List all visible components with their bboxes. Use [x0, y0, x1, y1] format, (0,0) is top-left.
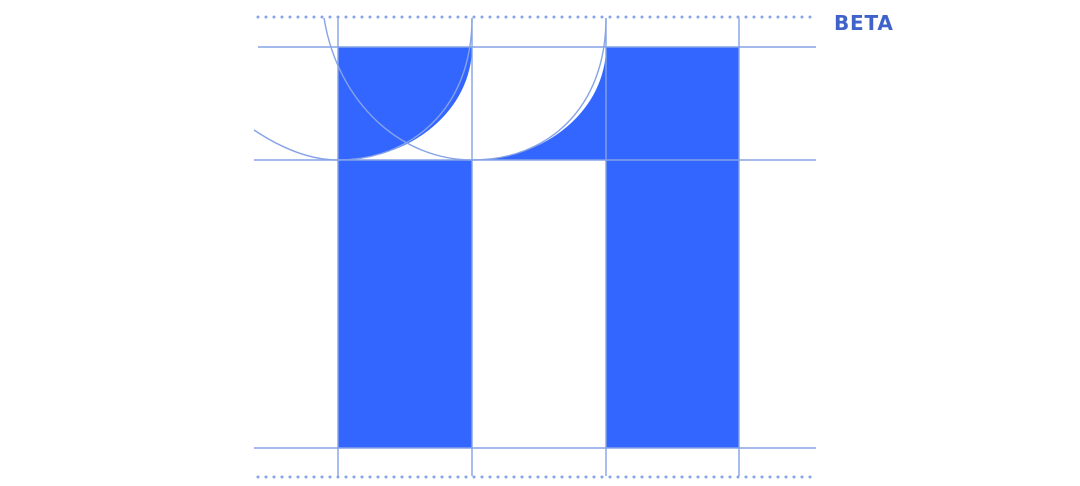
guide-arc-right-quarter	[471, 17, 607, 161]
left-top-quarter-fill	[338, 47, 472, 160]
beta-badge: BETA	[834, 11, 894, 35]
right-stem-fill	[606, 160, 739, 448]
logo-fill-group	[338, 47, 739, 448]
construction-guides	[253, 17, 816, 476]
guide-arc-left-quarter	[337, 17, 473, 161]
middle-top-quarter-fill	[472, 47, 606, 160]
left-stem-fill	[338, 160, 472, 448]
dotted-markers	[256, 15, 820, 479]
guide-arc-left	[253, 129, 339, 161]
right-top-block-fill	[606, 47, 739, 160]
guide-arc-large-left	[323, 17, 473, 161]
